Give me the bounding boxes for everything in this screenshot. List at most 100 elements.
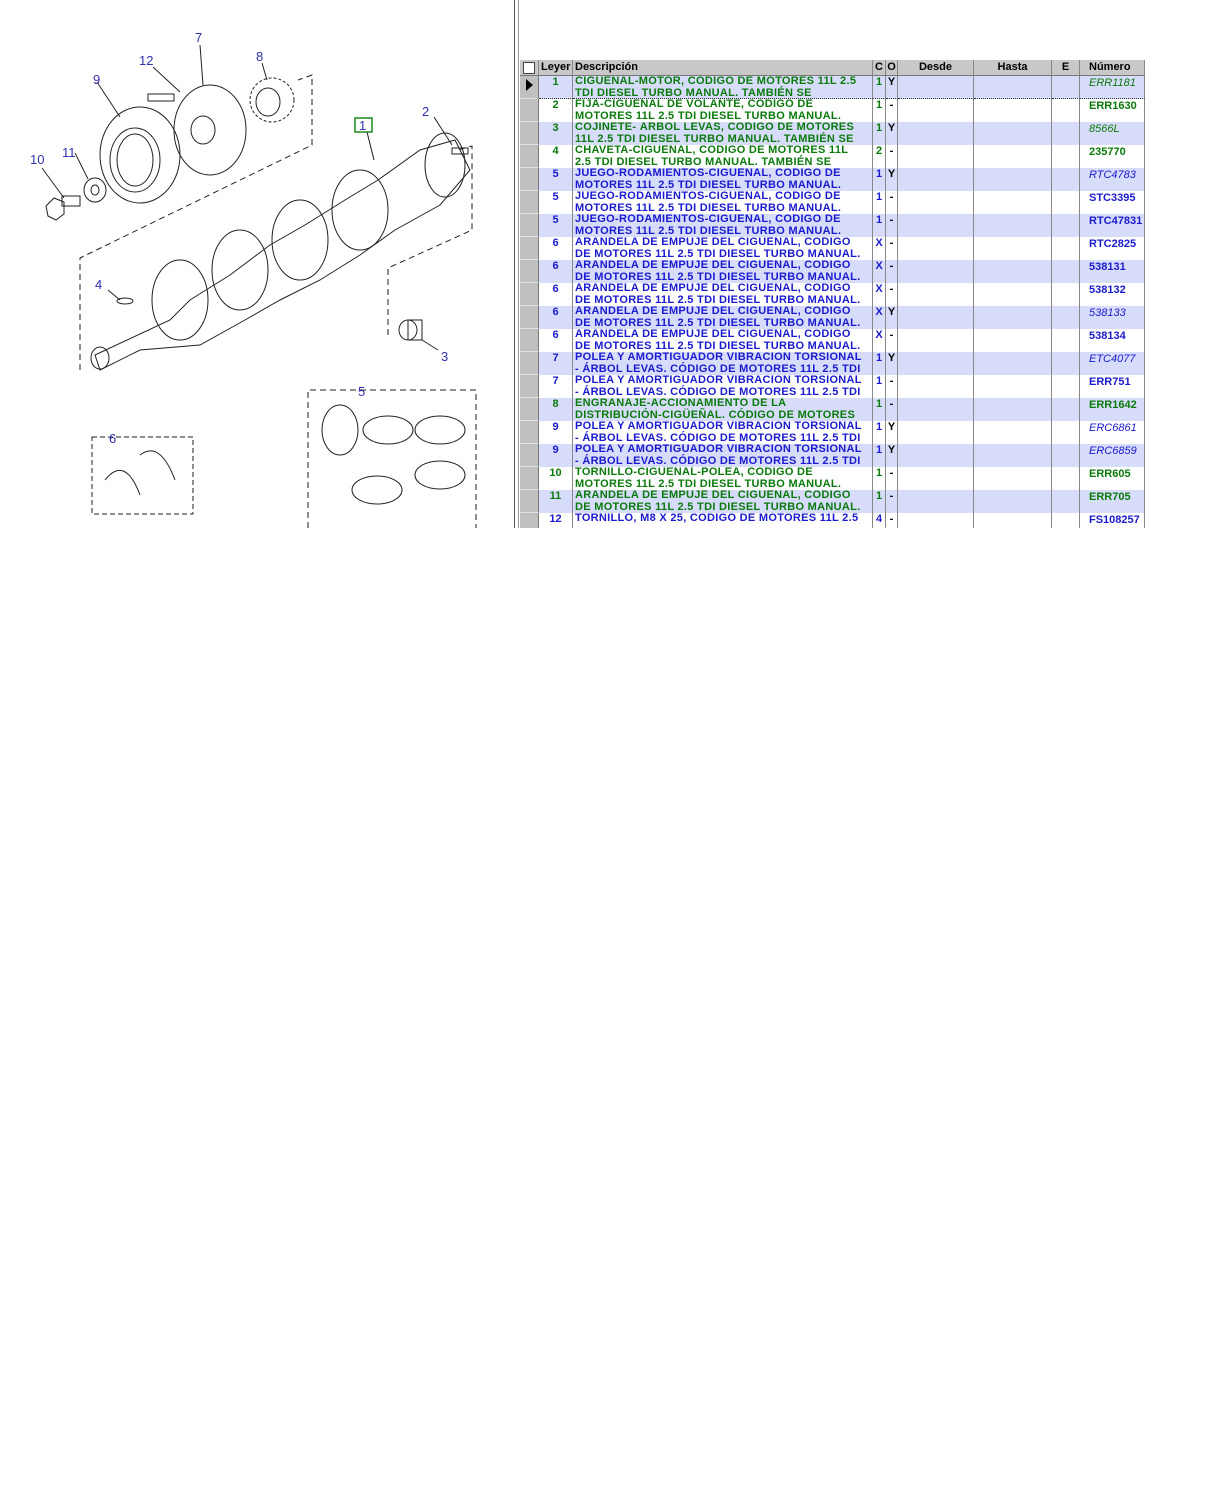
cell-leyenda: 4 [539, 145, 573, 168]
col-e[interactable]: E [1052, 60, 1080, 75]
desc-line-2: DE MOTORES 11L 2.5 TDI DIESEL TURBO MANU… [575, 339, 861, 352]
col-numero[interactable]: Número [1080, 60, 1145, 75]
cell-hasta [974, 490, 1052, 513]
callout-5[interactable]: 5 [358, 384, 365, 399]
row-selector[interactable] [520, 145, 539, 168]
cell-numero[interactable]: ETC4077 [1080, 352, 1145, 375]
callout-2[interactable]: 2 [422, 104, 429, 119]
row-selector[interactable] [520, 168, 539, 191]
select-all-cell[interactable] [520, 60, 539, 75]
cell-numero[interactable]: ERC6859 [1080, 444, 1145, 467]
row-selector[interactable] [520, 375, 539, 398]
cell-numero[interactable]: ERR1630 [1080, 99, 1145, 122]
col-o[interactable]: O [886, 60, 898, 75]
cell-numero[interactable]: RTC47831 [1080, 214, 1145, 237]
cell-numero[interactable]: STC3395 [1080, 191, 1145, 214]
callout-6[interactable]: 6 [109, 431, 116, 446]
row-selector[interactable] [520, 467, 539, 490]
cell-numero[interactable]: ERC6861 [1080, 421, 1145, 444]
col-leyenda[interactable]: Leyer [539, 60, 573, 75]
cell-c: 1 [873, 467, 886, 490]
desc-line-1: COJINETE- ÁRBOL LEVAS, CÓDIGO DE MOTORES [575, 122, 855, 133]
col-descripcion[interactable]: Descripción [573, 60, 873, 75]
callout-9[interactable]: 9 [93, 72, 100, 87]
callout-11[interactable]: 11 [62, 145, 76, 160]
callout-8[interactable]: 8 [256, 49, 263, 64]
col-hasta[interactable]: Hasta [974, 60, 1052, 75]
cell-o: - [886, 467, 898, 490]
cell-numero[interactable]: ERR1181 [1080, 76, 1145, 99]
cell-numero[interactable]: RTC2825 [1080, 237, 1145, 260]
callout-7[interactable]: 7 [195, 30, 202, 45]
cell-numero[interactable]: ERR705 [1080, 490, 1145, 513]
cell-numero[interactable]: ERR751 [1080, 375, 1145, 398]
row-selector[interactable] [520, 329, 539, 352]
callout-10[interactable]: 10 [30, 152, 44, 167]
row-selector[interactable] [520, 490, 539, 513]
callout-3[interactable]: 3 [441, 349, 448, 364]
cell-numero[interactable]: ERR605 [1080, 467, 1145, 490]
cell-hasta [974, 513, 1052, 528]
callout-1[interactable]: 1 [359, 118, 366, 133]
cell-leyenda: 6 [539, 329, 573, 352]
callout-12[interactable]: 12 [139, 53, 153, 68]
row-selector[interactable] [520, 191, 539, 214]
row-selector[interactable] [520, 99, 539, 122]
pane-divider [518, 0, 519, 528]
pane-divider[interactable] [514, 0, 515, 528]
cell-numero[interactable]: 538131 [1080, 260, 1145, 283]
callout-4[interactable]: 4 [95, 277, 102, 292]
cell-o: Y [886, 306, 898, 329]
row-selector[interactable] [520, 214, 539, 237]
row-selector[interactable] [520, 398, 539, 421]
row-selector[interactable] [520, 306, 539, 329]
cell-numero[interactable]: 8566L [1080, 122, 1145, 145]
cell-numero[interactable]: RTC4783 [1080, 168, 1145, 191]
cell-e [1052, 168, 1080, 191]
cell-numero[interactable]: 538132 [1080, 283, 1145, 306]
cell-numero[interactable]: ERR1642 [1080, 398, 1145, 421]
desc-line-2: DE MOTORES 11L 2.5 TDI DIESEL TURBO MANU… [575, 293, 861, 306]
row-selector[interactable] [520, 76, 539, 99]
row-selector[interactable] [520, 260, 539, 283]
row-selector[interactable] [520, 122, 539, 145]
desc-line-1: POLEA Y AMORTIGUADOR VIBRACIÓN TORSIONAL [575, 444, 862, 455]
cell-numero[interactable]: 235770 [1080, 145, 1145, 168]
cell-numero[interactable]: 538134 [1080, 329, 1145, 352]
cell-hasta [974, 168, 1052, 191]
row-selector[interactable] [520, 352, 539, 375]
select-all-checkbox[interactable] [523, 62, 535, 74]
cell-numero[interactable]: 538133 [1080, 306, 1145, 329]
row-selector[interactable] [520, 421, 539, 444]
row-selector[interactable] [520, 513, 539, 528]
desc-line-2: 11L 2.5 TDI DIESEL TURBO MANUAL. TAMBIÉN… [575, 132, 854, 145]
col-c[interactable]: C [873, 60, 886, 75]
row-selector[interactable] [520, 444, 539, 467]
col-desde[interactable]: Desde [898, 60, 974, 75]
row-selector[interactable] [520, 283, 539, 306]
cell-e [1052, 352, 1080, 375]
desc-line-2: - ÁRBOL LEVAS. CÓDIGO DE MOTORES 11L 2.5… [575, 454, 861, 467]
row-selector[interactable] [520, 237, 539, 260]
cell-numero[interactable]: FS108257 [1080, 513, 1145, 528]
